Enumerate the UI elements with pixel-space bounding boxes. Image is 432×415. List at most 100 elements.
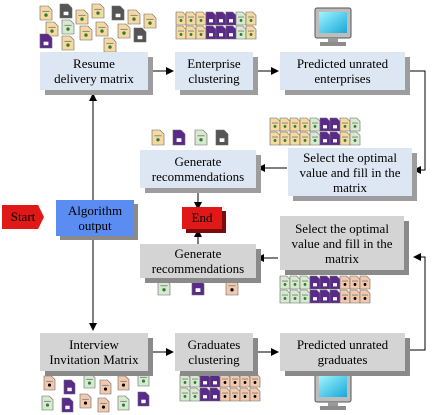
document-icon	[319, 117, 331, 132]
document-icon	[269, 131, 281, 146]
document-icon	[79, 25, 93, 41]
document-icon	[185, 11, 197, 26]
document-icon	[235, 25, 247, 40]
document-icon	[117, 23, 131, 39]
document-icon	[195, 25, 207, 40]
document-icon	[339, 289, 351, 304]
document-icon	[151, 129, 165, 146]
document-icon	[339, 117, 351, 132]
document-icon	[279, 131, 291, 146]
predicted-unrated-graduates-box: Predicted unrated graduates	[280, 333, 405, 371]
document-icon	[229, 387, 241, 402]
document-icon	[219, 387, 231, 402]
document-icon	[229, 373, 241, 388]
document-icon	[172, 129, 186, 146]
select-optimal-value-bottom-box: Select the optimal value and fill in the…	[280, 216, 404, 270]
start-node: Start	[2, 205, 44, 229]
document-icon	[235, 11, 247, 26]
document-icon	[349, 117, 361, 132]
document-icon	[157, 279, 171, 296]
document-icon	[61, 35, 75, 51]
generate-recommendations-top-box: Generate recommendations	[140, 150, 256, 188]
document-icon	[279, 275, 291, 290]
document-icon	[127, 9, 141, 25]
document-icon	[239, 387, 251, 402]
document-icon	[95, 21, 109, 37]
document-icon	[289, 275, 301, 290]
predicted-unrated-enterprises-box: Predicted unrated enterprises	[280, 52, 405, 90]
document-icon	[289, 131, 301, 146]
arrow-icon	[407, 253, 426, 351]
document-icon	[289, 117, 301, 132]
document-icon	[209, 373, 221, 388]
document-icon	[215, 129, 229, 146]
document-icon	[329, 289, 341, 304]
document-icon	[349, 131, 361, 146]
document-icon	[319, 275, 331, 290]
document-icon	[99, 379, 112, 395]
select-optimal-value-top-box: Select the optimal value and fill in the…	[288, 148, 412, 196]
document-icon	[329, 131, 341, 146]
document-icon	[299, 275, 311, 290]
document-icon	[279, 117, 291, 132]
document-icon	[137, 391, 150, 407]
document-icon	[225, 25, 237, 40]
end-node: End	[182, 207, 222, 229]
document-icon	[339, 275, 351, 290]
document-icon	[97, 397, 110, 413]
document-icon	[359, 289, 371, 304]
document-icon	[39, 33, 53, 49]
document-icon	[63, 379, 76, 395]
document-icon	[199, 373, 211, 388]
document-icon	[319, 131, 331, 146]
document-icon	[329, 117, 341, 132]
document-icon	[103, 37, 117, 53]
arrow-icon	[407, 70, 426, 174]
document-icon	[215, 11, 227, 26]
document-icon	[185, 25, 197, 40]
document-icon	[319, 289, 331, 304]
document-icon	[111, 5, 125, 21]
document-icon	[189, 387, 201, 402]
document-icon	[41, 395, 54, 411]
document-icon	[189, 373, 201, 388]
document-icon	[349, 275, 361, 290]
document-icon	[239, 373, 251, 388]
document-icon	[133, 27, 147, 43]
interview-invitation-matrix-box: Interview Invitation Matrix	[40, 333, 148, 371]
document-icon	[269, 117, 281, 132]
enterprise-clustering-box: Enterprise clustering	[175, 52, 253, 90]
document-icon	[195, 11, 207, 26]
document-icon	[309, 131, 321, 146]
document-icon	[225, 279, 239, 296]
document-icon	[209, 387, 221, 402]
document-icon	[309, 117, 321, 132]
document-icon	[75, 9, 89, 25]
document-icon	[79, 393, 92, 409]
document-icon	[191, 279, 205, 296]
document-icon	[137, 371, 150, 387]
document-icon	[205, 25, 217, 40]
document-icon	[249, 387, 261, 402]
algorithm-output-box: Algorithm output	[56, 200, 134, 236]
document-icons	[39, 3, 371, 413]
document-icon	[175, 25, 187, 40]
document-icon	[205, 11, 217, 26]
document-icon	[279, 289, 291, 304]
document-icon	[179, 387, 191, 402]
document-icon	[219, 373, 231, 388]
document-icon	[43, 375, 56, 391]
document-icon	[61, 397, 74, 413]
monitor-icon	[314, 371, 352, 410]
document-icon	[299, 289, 311, 304]
connectors	[89, 67, 426, 356]
document-icon	[349, 289, 361, 304]
document-icon	[339, 131, 351, 146]
document-icon	[215, 25, 227, 40]
document-icon	[194, 129, 208, 146]
document-icon	[299, 117, 311, 132]
graduates-clustering-box: Graduates clustering	[175, 333, 253, 371]
document-icon	[175, 11, 187, 26]
resume-delivery-matrix-box: Resume delivery matrix	[40, 52, 148, 90]
